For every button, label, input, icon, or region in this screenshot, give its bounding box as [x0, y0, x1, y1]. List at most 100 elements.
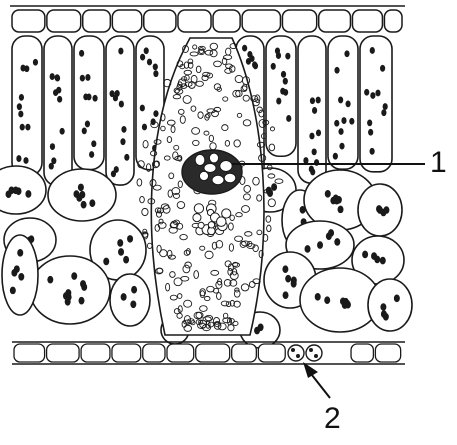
- chloroplast: [315, 293, 321, 301]
- chloroplast: [338, 206, 344, 214]
- chloroplast: [6, 190, 12, 198]
- chloroplast: [275, 47, 280, 54]
- epidermis-cell: [213, 10, 240, 32]
- chloroplast: [57, 96, 62, 103]
- chloroplast: [345, 301, 351, 309]
- chloroplast: [314, 354, 318, 358]
- chloroplast: [271, 63, 276, 70]
- chloroplast: [91, 140, 96, 147]
- chloroplast: [380, 65, 385, 72]
- palisade-cell: [106, 36, 134, 185]
- chloroplast: [291, 348, 295, 352]
- chloroplast: [103, 258, 109, 266]
- xylem-vessel: [195, 154, 205, 165]
- chloroplast: [339, 143, 344, 150]
- chloroplast: [92, 95, 97, 102]
- palisade-cell: [266, 36, 296, 156]
- lower-epidermis-cell: [167, 344, 194, 362]
- chloroplast: [20, 65, 25, 72]
- chloroplast: [50, 143, 55, 150]
- chloroplast: [309, 348, 313, 352]
- chloroplast: [338, 128, 343, 135]
- chloroplast: [383, 103, 388, 110]
- chloroplast: [364, 89, 369, 96]
- chloroplast: [81, 201, 87, 209]
- palisade-cell: [74, 36, 104, 170]
- chloroplast: [17, 249, 23, 257]
- lower-epidermis-cell: [112, 344, 141, 362]
- chloroplast: [51, 157, 56, 164]
- chloroplast: [18, 273, 24, 281]
- chloroplast: [85, 121, 90, 128]
- chloroplast: [25, 190, 31, 198]
- chloroplast: [50, 73, 55, 80]
- epidermis-cell: [178, 10, 211, 32]
- upper-epidermis: [10, 6, 405, 32]
- phloem-cell: [194, 204, 203, 213]
- chloroplast: [130, 300, 136, 308]
- xylem-vessel: [209, 153, 218, 163]
- chloroplast: [55, 75, 60, 82]
- chloroplast: [86, 94, 91, 101]
- chloroplast: [381, 310, 387, 318]
- chloroplast: [283, 291, 289, 299]
- chloroplast: [375, 90, 380, 97]
- lower-epidermis-cell: [47, 344, 79, 362]
- chloroplast: [281, 71, 286, 78]
- chloroplast: [18, 111, 23, 118]
- chloroplast: [333, 153, 338, 160]
- chloroplast: [127, 235, 133, 243]
- chloroplast: [380, 209, 386, 217]
- chloroplast: [118, 48, 123, 55]
- chloroplast: [89, 151, 94, 158]
- epidermis-cell: [319, 10, 351, 32]
- epidermis-cell: [83, 10, 111, 32]
- spongy-cell: [110, 274, 150, 326]
- chloroplast: [344, 50, 349, 57]
- lower-epidermis-cell: [351, 344, 373, 362]
- chloroplast: [370, 47, 375, 54]
- palisade-cell: [12, 36, 42, 176]
- chloroplast: [120, 138, 125, 145]
- chloroplast: [283, 78, 288, 85]
- chloroplast: [89, 199, 95, 207]
- lower-epidermis-cell: [14, 344, 45, 362]
- chloroplast: [371, 252, 377, 260]
- stoma: [288, 345, 322, 361]
- chloroplast: [71, 272, 77, 280]
- chloroplast: [63, 292, 69, 300]
- chloroplast: [131, 286, 137, 294]
- chloroplast: [80, 75, 85, 82]
- lower-epidermis-cell: [258, 344, 285, 362]
- chloroplast: [25, 124, 30, 131]
- phloem-cell: [193, 214, 201, 222]
- chloroplast: [140, 105, 145, 112]
- chloroplast: [123, 256, 129, 264]
- chloroplast: [20, 124, 25, 131]
- lower-epidermis-cell: [81, 344, 110, 362]
- chloroplast: [325, 190, 331, 198]
- epidermis-cell: [12, 10, 45, 32]
- chloroplast: [334, 67, 339, 74]
- chloroplast: [13, 187, 19, 195]
- chloroplast: [121, 126, 126, 133]
- chloroplast: [310, 169, 315, 176]
- guard-cell: [306, 345, 322, 361]
- chloroplast: [79, 50, 84, 57]
- chloroplast: [19, 94, 24, 101]
- chloroplast: [78, 184, 84, 192]
- chloroplast: [282, 265, 288, 273]
- chloroplast: [394, 295, 400, 303]
- spongy-cell: [0, 166, 46, 214]
- chloroplast: [341, 117, 346, 124]
- chloroplast: [370, 148, 375, 155]
- chloroplast: [10, 287, 16, 295]
- chloroplast: [317, 241, 323, 249]
- spongy-cell: [368, 279, 412, 331]
- chloroplast: [17, 103, 22, 110]
- chloroplast: [110, 90, 115, 97]
- lower-epidermis-cell: [232, 344, 257, 362]
- epidermis-cell: [242, 10, 280, 32]
- chloroplast: [117, 239, 123, 247]
- chloroplast: [82, 127, 87, 134]
